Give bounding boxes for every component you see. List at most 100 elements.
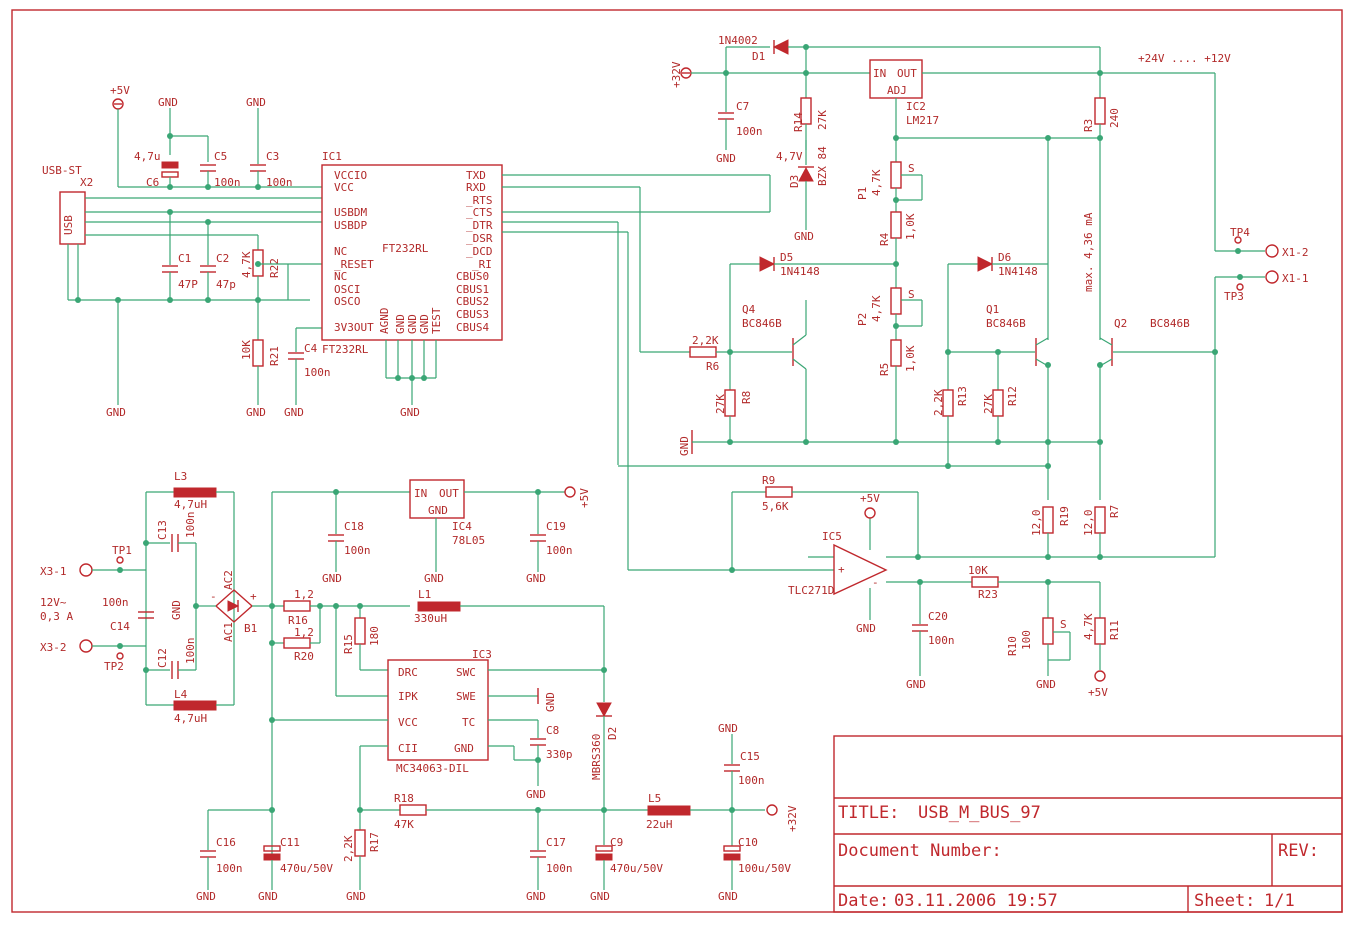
label-ic3v: MC34063-DIL [396,762,469,775]
opamp-minus: - [872,576,879,589]
label-tp1: TP1 [112,544,132,557]
pin-dtr: _DTR [466,219,493,232]
pin-gnd2: GND [406,314,419,334]
label-r3: R3 [1082,119,1095,132]
label-c15v: 100n [738,774,765,787]
label-c18v: 100n [344,544,371,557]
label-x12: X1-2 [1282,246,1309,259]
pin-cbus0: CBUS0 [456,270,489,283]
label-d5v: 1N4148 [780,265,820,278]
label-ic5v: TLC271D [788,584,834,597]
pin-nc2: NC [334,270,347,283]
label-x32: X3-2 [40,641,67,654]
label-gnd-c10: GND [718,890,738,903]
label-gnd-ic1: GND [400,406,420,419]
label-gnd-c17: GND [526,890,546,903]
label-r17: R17 [368,832,381,852]
pin-vcc3: VCC [398,716,418,729]
label-r20: R20 [294,650,314,663]
label-p5v-ic4: +5V [578,488,591,508]
label-c18: C18 [344,520,364,533]
label-gnd-c19: GND [526,572,546,585]
docnum-label: Document Number: [838,841,1002,861]
label-r17v: 2,2K [342,835,355,862]
label-r22v: 4,7K [240,251,253,278]
label-gnd-c20: GND [906,678,926,691]
label-x2: X2 [80,176,93,189]
ic3-body [387,659,489,761]
label-d3: D3 [788,175,801,188]
label-gnd-r17: GND [346,890,366,903]
label-c6: C6 [146,176,159,189]
label-q4v: BC846B [742,317,782,330]
label-q4: Q4 [742,303,756,316]
pin-cts: _CTS [466,206,493,219]
label-r22: R22 [268,258,281,278]
label-gnd-c8: GND [526,788,546,801]
label-r6v: 2,2K [692,334,719,347]
label-p5v-r11: +5V [1088,686,1108,699]
label-c3v: 100n [266,176,293,189]
label-d5: D5 [780,251,793,264]
label-gnd-r10: GND [1036,678,1056,691]
pin-usbdm: USBDM [334,206,367,219]
bridge-minus: - [210,590,217,603]
pin-vcc: VCC [334,181,354,194]
label-c11: C11 [280,836,300,849]
label-c11v: 470u/50V [280,862,333,875]
label-gnd-c14: GND [170,600,183,620]
label-r21: R21 [268,346,281,366]
pin-cbus4: CBUS4 [456,321,489,334]
label-gnd-c3: GND [246,96,266,109]
label-c10: C10 [738,836,758,849]
title-label: TITLE: [838,803,899,823]
label-q2v: BC846B [1150,317,1190,330]
label-c7v: 100n [736,125,763,138]
label-r14: R14 [792,112,805,132]
label-gnd-usb: GND [106,406,126,419]
pin-rxd: RXD [466,181,486,194]
label-r23v: 10K [968,564,988,577]
label-r5: R5 [878,363,891,376]
date-label: Date: [838,891,889,911]
label-c13v: 100n [184,512,197,539]
label-gnd-c11: GND [258,890,278,903]
pin-ri: _RI [472,258,492,271]
label-r4: R4 [878,232,891,246]
label-r11v: 4,7K [1082,613,1095,640]
label-c8v: 330p [546,748,573,761]
label-p5v-top: +5V [110,84,130,97]
label-r14v: 27K [816,110,829,130]
label-c5: C5 [214,150,227,163]
label-ic2v: LM217 [906,114,939,127]
pin-vccio: VCCIO [334,169,367,182]
label-c8: C8 [546,724,559,737]
label-r23: R23 [978,588,998,601]
title-value: USB_M_BUS_97 [918,803,1041,823]
sheet-label: Sheet: [1194,891,1255,911]
label-gnd-opamp: GND [856,622,876,635]
pin-gnd-ic3: GND [454,742,474,755]
label-r3v: 240 [1108,108,1121,128]
label-r4v: 1,0K [904,213,917,240]
label-l5v: 22uH [646,818,673,831]
label-c2v: 47p [216,278,236,291]
label-c16: C16 [216,836,236,849]
label-c17: C17 [546,836,566,849]
label-q1v: BC846B [986,317,1026,330]
label-p32v-bottom: +32V [786,805,799,832]
label-p32v-top: +32V [670,61,683,88]
label-gnd-c7: GND [716,152,736,165]
label-c12: C12 [156,648,169,668]
pin-gnd3: GND [418,314,431,334]
label-c19: C19 [546,520,566,533]
label-c7: C7 [736,100,749,113]
label-c15: C15 [740,750,760,763]
label-ic1-name: FT232RL [382,242,429,255]
label-c9v: 470u/50V [610,862,663,875]
label-r19v: 12,0 [1030,510,1043,537]
pin-cii: CII [398,742,418,755]
pin-dcd: _DCD [466,245,493,258]
